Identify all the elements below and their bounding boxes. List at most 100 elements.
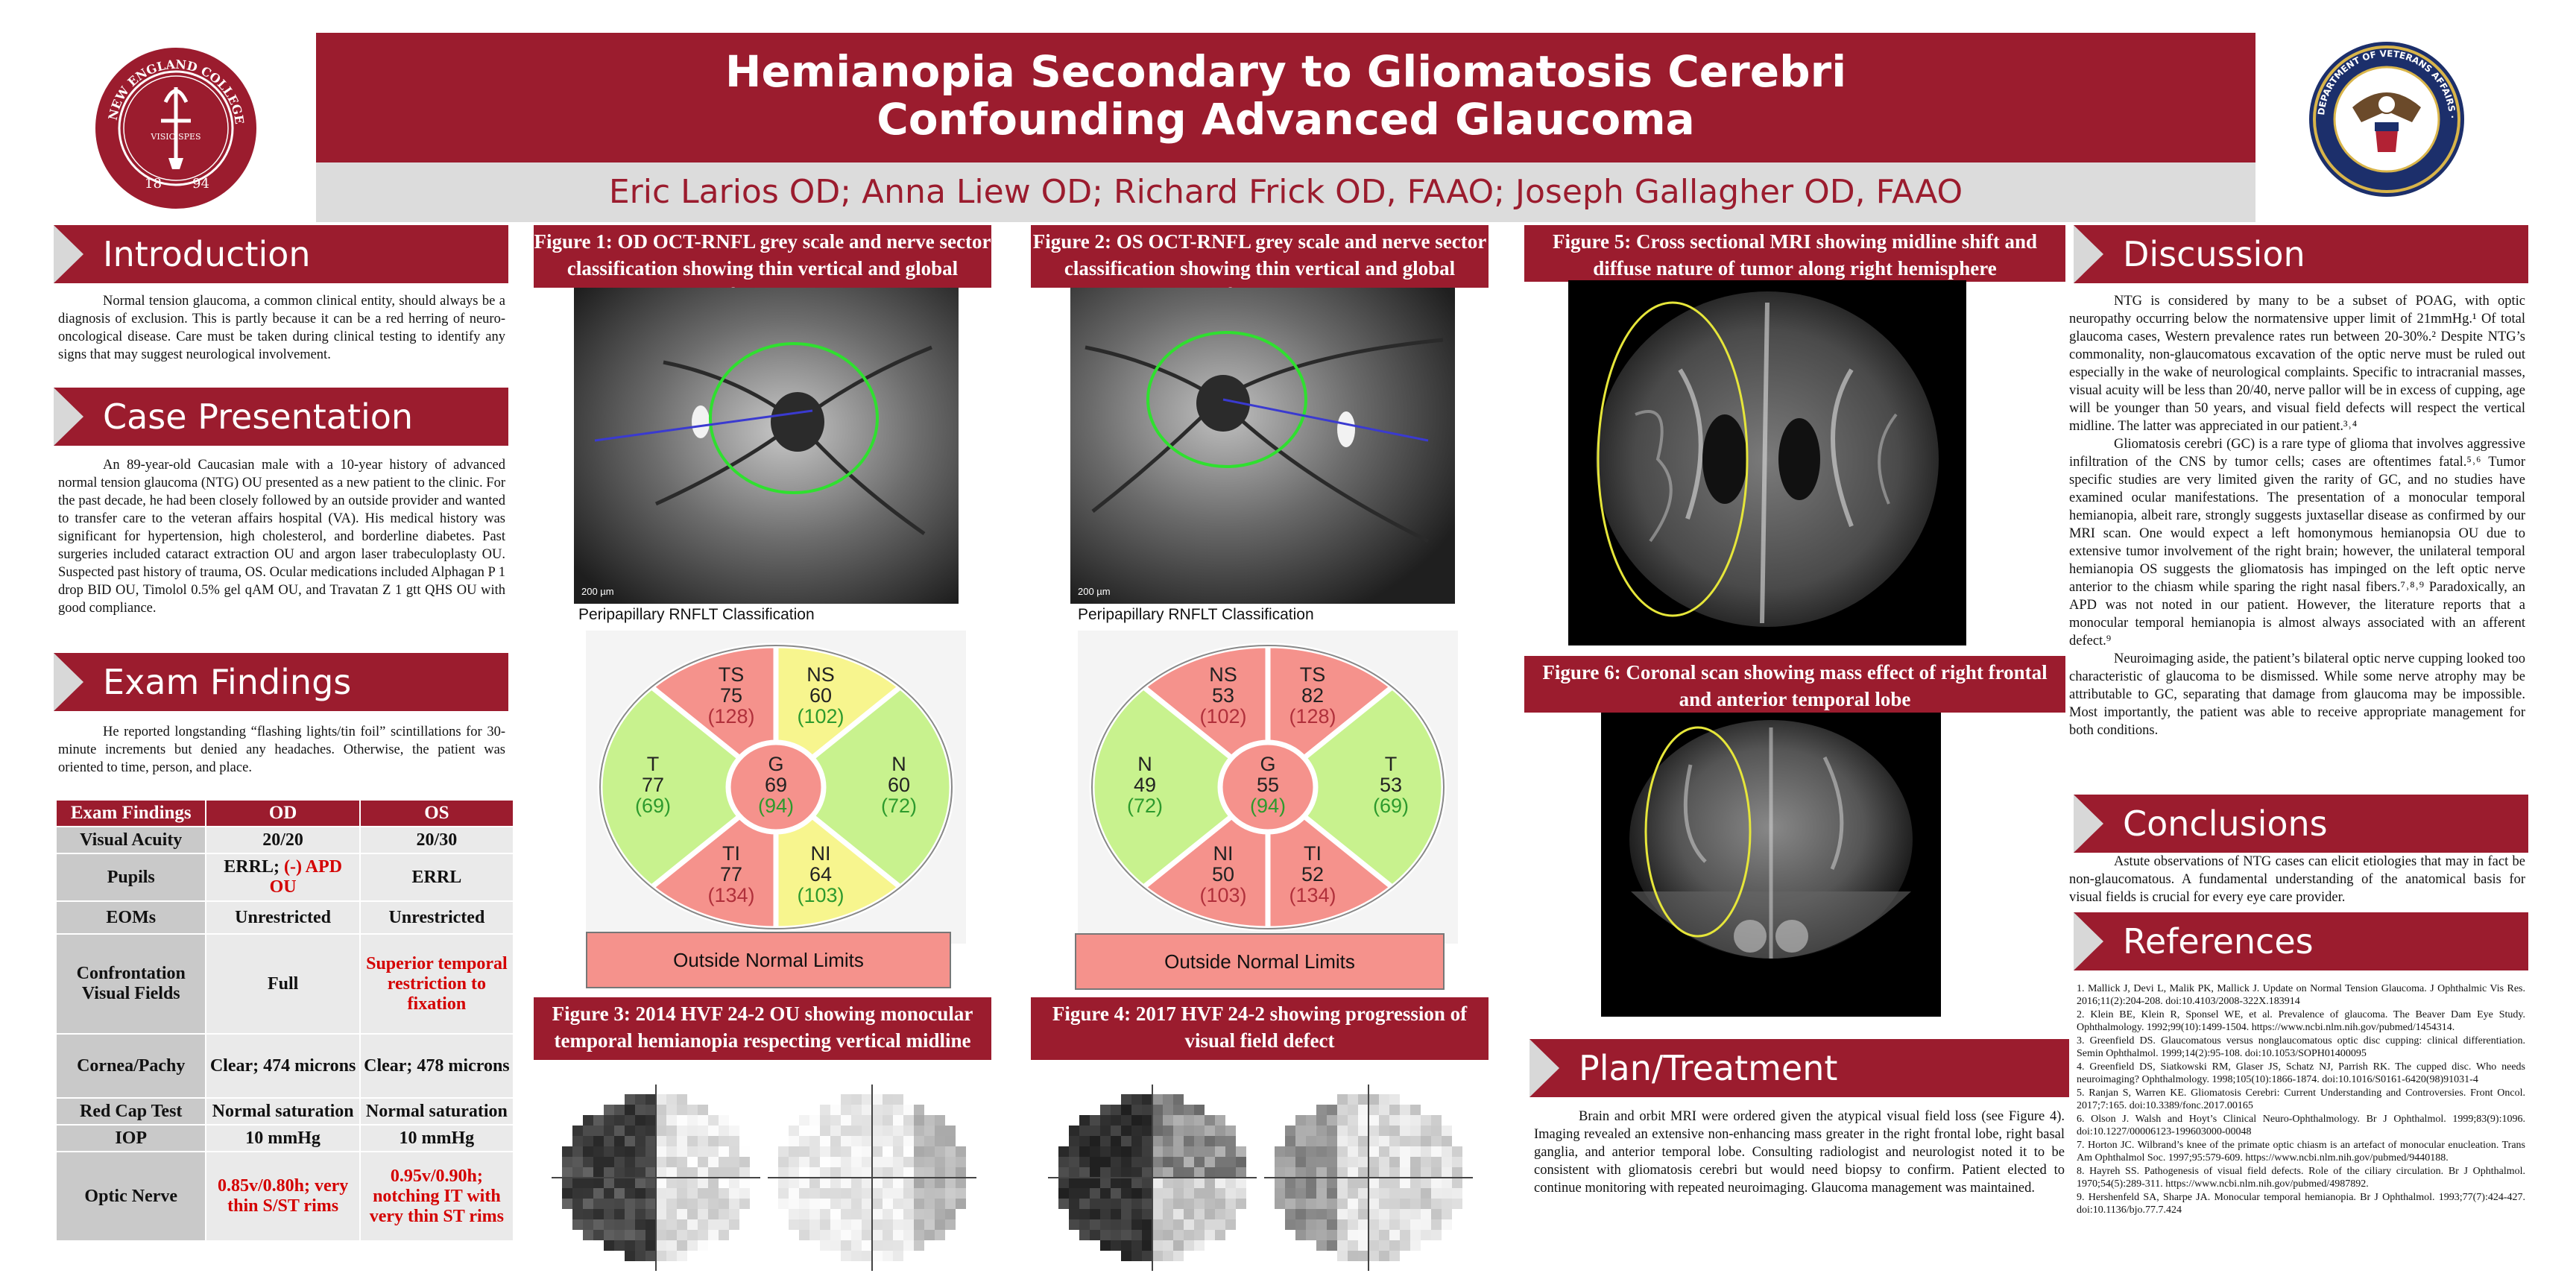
vf-cell xyxy=(809,1199,820,1209)
vf-cell xyxy=(893,1188,903,1199)
vf-cell xyxy=(729,1199,739,1209)
svg-text:200 µm: 200 µm xyxy=(581,586,614,597)
vf-cell xyxy=(820,1209,830,1219)
vf-cell xyxy=(1368,1219,1379,1230)
vf-cell xyxy=(1152,1167,1163,1178)
vf-cell xyxy=(820,1240,830,1251)
vf-cell xyxy=(1389,1199,1400,1209)
vf-cell xyxy=(851,1251,862,1261)
vf-cell xyxy=(1131,1240,1142,1251)
plan-text: Brain and orbit MRI were ordered given t… xyxy=(1534,1109,2065,1196)
vf-cell xyxy=(1173,1167,1184,1178)
vf-cell xyxy=(1410,1136,1421,1146)
table-header: Exam Findings xyxy=(54,799,207,827)
figure-4-caption: Figure 4: 2017 HVF 24-2 showing progress… xyxy=(1031,997,1489,1060)
vf-cell xyxy=(1069,1219,1079,1230)
vf-cell xyxy=(903,1126,914,1136)
rnfl-label-ts: 75 xyxy=(720,684,742,707)
vf-cell xyxy=(1421,1199,1431,1209)
vf-cell xyxy=(956,1199,966,1209)
rnfl-label-t: 53 xyxy=(1380,774,1402,796)
vf-cell xyxy=(809,1219,820,1230)
vf-cell xyxy=(1225,1126,1236,1136)
vf-cell xyxy=(924,1199,935,1209)
vf-cell xyxy=(830,1136,841,1146)
vf-cell xyxy=(687,1188,698,1199)
vf-cell xyxy=(1142,1209,1152,1219)
table-row: Red Cap Test Normal saturation Normal sa… xyxy=(54,1097,515,1126)
vf-cell xyxy=(799,1157,809,1167)
vf-cell xyxy=(1142,1115,1152,1126)
vf-cell xyxy=(572,1157,583,1167)
vf-cell xyxy=(841,1178,851,1188)
vf-cell xyxy=(708,1167,719,1178)
vf-cell xyxy=(698,1167,708,1178)
vf-cell xyxy=(729,1136,739,1146)
vf-cell xyxy=(1442,1157,1452,1167)
vf-cell xyxy=(1316,1209,1327,1219)
vf-cell xyxy=(1295,1126,1306,1136)
vf-cell xyxy=(789,1209,799,1219)
vf-cell xyxy=(1194,1240,1205,1251)
vf-cell xyxy=(666,1105,677,1115)
vf-cell xyxy=(1400,1230,1410,1240)
vf-cell xyxy=(625,1136,635,1146)
vf-cell xyxy=(1400,1115,1410,1126)
vf-cell xyxy=(1410,1157,1421,1167)
discussion-paragraph: Neuroimaging aside, the patient’s bilate… xyxy=(2069,651,2525,738)
vf-cell xyxy=(1285,1157,1295,1167)
vf-cell xyxy=(1100,1188,1111,1199)
vf-cell xyxy=(625,1251,635,1261)
vf-cell xyxy=(1431,1230,1442,1240)
vf-cell xyxy=(1090,1146,1100,1157)
vf-cell xyxy=(1379,1199,1389,1209)
vf-cell xyxy=(862,1199,872,1209)
rnfl-label-ni: (103) xyxy=(1199,884,1246,906)
vf-cell xyxy=(1163,1115,1173,1126)
rnfl-label-t: (69) xyxy=(635,795,671,817)
vf-cell xyxy=(666,1167,677,1178)
vf-cell xyxy=(645,1146,656,1157)
vf-cell xyxy=(1327,1188,1337,1199)
vf-cell xyxy=(893,1251,903,1261)
vf-cell xyxy=(1215,1157,1225,1167)
vf-cell xyxy=(719,1126,729,1136)
vf-cell xyxy=(719,1167,729,1178)
figure-1-caption: Figure 1: OD OCT-RNFL grey scale and ner… xyxy=(534,225,991,306)
vf-cell xyxy=(1225,1188,1236,1199)
table-row: Confrontation Visual Fields Full Superio… xyxy=(54,933,515,1035)
vf-cell xyxy=(1421,1136,1431,1146)
vf-cell xyxy=(1337,1209,1348,1219)
vf-cell xyxy=(1194,1167,1205,1178)
vf-cell xyxy=(1173,1146,1184,1157)
vf-cell xyxy=(1205,1230,1215,1240)
vf-cell xyxy=(903,1157,914,1167)
vf-cell xyxy=(1111,1230,1121,1240)
vf-cell xyxy=(820,1230,830,1240)
reference-item: 9. Hershenfeld SA, Sharpe JA. Monocular … xyxy=(2077,1192,2525,1216)
vf-cell xyxy=(1431,1178,1442,1188)
vf-cell xyxy=(1194,1115,1205,1126)
vf-cell xyxy=(1421,1219,1431,1230)
vf-cell xyxy=(677,1105,687,1115)
vf-cell xyxy=(708,1146,719,1157)
vf-cell xyxy=(1379,1209,1389,1219)
vf-cell xyxy=(862,1136,872,1146)
vf-cell xyxy=(789,1188,799,1199)
vf-cell xyxy=(820,1157,830,1167)
vf-cell xyxy=(1142,1230,1152,1240)
vf-cell xyxy=(1368,1105,1379,1115)
vf-cell xyxy=(924,1126,935,1136)
vf-cell xyxy=(645,1188,656,1199)
vf-cell xyxy=(1368,1126,1379,1136)
vf-cell xyxy=(1205,1188,1215,1199)
vf-cell xyxy=(851,1157,862,1167)
vf-cell xyxy=(1368,1115,1379,1126)
vf-cell xyxy=(656,1167,666,1178)
vf-cell xyxy=(729,1157,739,1167)
vf-cell xyxy=(1152,1209,1163,1219)
reference-item: 3. Greenfield DS. Glaucomatous versus no… xyxy=(2077,1035,2525,1059)
rnfl-label-g: (94) xyxy=(758,795,794,817)
vf-cell xyxy=(1173,1178,1184,1188)
